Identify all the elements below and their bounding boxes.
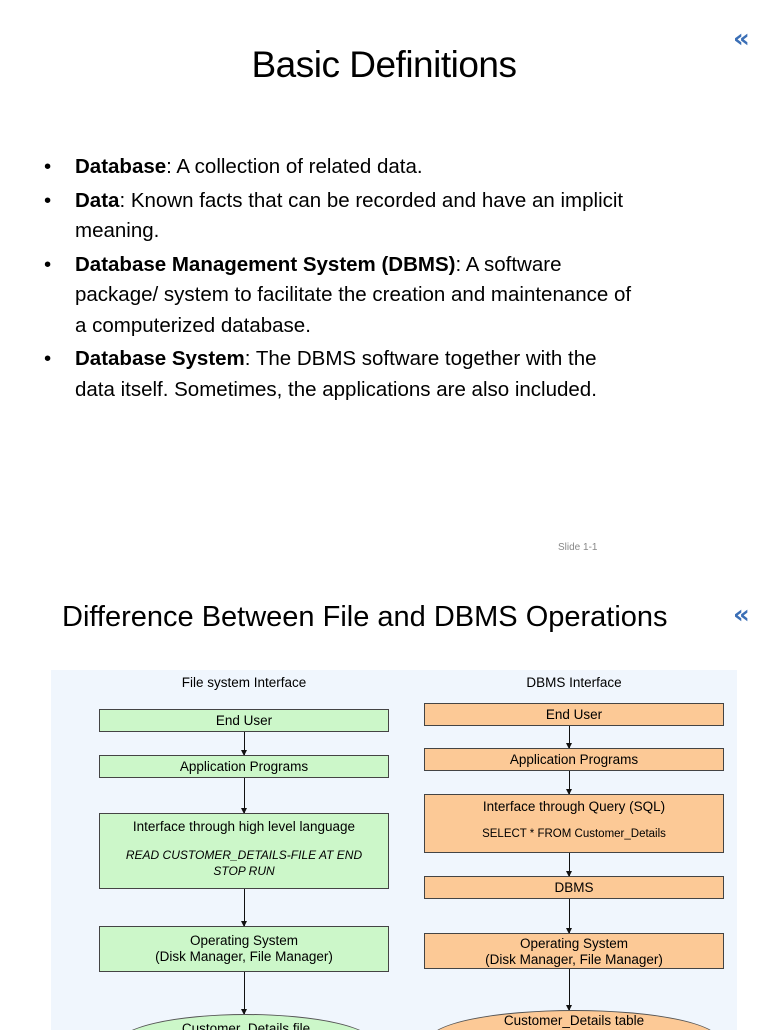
fs-end-user-box: End User [99, 709, 389, 732]
flow-arrow [566, 899, 572, 934]
flow-arrow [566, 969, 572, 1011]
definition-text: : Known facts that can be recorded and h… [75, 188, 624, 243]
slide-title: Difference Between File and DBMS Operati… [62, 601, 668, 633]
definition-item: • Database: A collection of related data. [44, 152, 634, 183]
flow-arrow [241, 889, 247, 927]
collapse-chevron-icon[interactable]: « [733, 24, 750, 54]
dbms-app-programs-box: Application Programs [424, 748, 724, 771]
definition-text: : A software package/ system to facilita… [75, 252, 632, 337]
dbms-os-line2: (Disk Manager, File Manager) [485, 952, 663, 967]
bullet-icon: • [44, 252, 52, 276]
dbms-os-line1: Operating System [519, 936, 629, 951]
file-system-title: File system Interface [181, 675, 307, 690]
fs-os-box: Operating System (Disk Manager, File Man… [99, 926, 389, 972]
slide-number: Slide 1-1 [558, 542, 598, 553]
slide-file-vs-dbms: Difference Between File and DBMS Operati… [0, 575, 768, 1030]
definition-term: Database System [75, 347, 245, 370]
bullet-icon: • [44, 155, 52, 178]
definition-text: : The DBMS software together with the da… [75, 347, 597, 401]
comparison-diagram: File system Interface End User Applicati… [51, 670, 737, 1030]
dbms-title: DBMS Interface [526, 675, 622, 690]
bullet-icon: • [44, 188, 52, 212]
flow-arrow [241, 732, 247, 756]
fs-app-programs-box: Application Programs [99, 755, 389, 778]
fs-interface-box: Interface through high level language RE… [99, 813, 389, 889]
dbms-engine-box: DBMS [424, 876, 724, 899]
definition-term: Database [75, 155, 167, 178]
fs-os-line2: (Disk Manager, File Manager) [155, 949, 333, 964]
flow-arrow [241, 778, 247, 814]
fs-os-line1: Operating System [189, 933, 299, 948]
definition-item: • Data: Known facts that can be recorded … [44, 186, 634, 247]
flow-arrow [241, 972, 247, 1015]
dbms-interface-code: SELECT * FROM Customer_Details [482, 828, 666, 840]
fs-interface-code: READ CUSTOMER_DETAILS-FILE AT END [125, 848, 363, 862]
definition-list: • Database: A collection of related data.… [44, 152, 634, 408]
flow-arrow [566, 726, 572, 749]
dbms-end-user-box: End User [424, 703, 724, 726]
dbms-interface-title: Interface through Query (SQL) [482, 799, 666, 814]
flow-arrow [566, 853, 572, 877]
dbms-interface-box: Interface through Query (SQL) SELECT * F… [424, 794, 724, 853]
fs-storage-file: Customer_Details file [117, 1014, 375, 1030]
definition-item: • Database System: The DBMS software toge… [44, 344, 634, 405]
bullet-icon: • [44, 347, 52, 370]
definition-term: Database Management System (DBMS) [75, 252, 456, 276]
slide-title: Basic Definitions [251, 44, 517, 85]
fs-interface-title: Interface through high level language [132, 819, 356, 834]
flow-arrow [566, 771, 572, 795]
definition-term: Data [75, 188, 120, 212]
collapse-chevron-icon[interactable]: « [733, 600, 750, 630]
definition-item: • Database Management System (DBMS): A so… [44, 250, 634, 342]
dbms-storage-table: Customer_Details table [429, 1010, 719, 1030]
dbms-os-box: Operating System (Disk Manager, File Man… [424, 933, 724, 969]
definition-text: : A collection of related data. [166, 155, 423, 178]
slide-basic-definitions: Basic Definitions « • Database: A collect… [44, 24, 750, 553]
fs-interface-code: STOP RUN [213, 864, 275, 878]
